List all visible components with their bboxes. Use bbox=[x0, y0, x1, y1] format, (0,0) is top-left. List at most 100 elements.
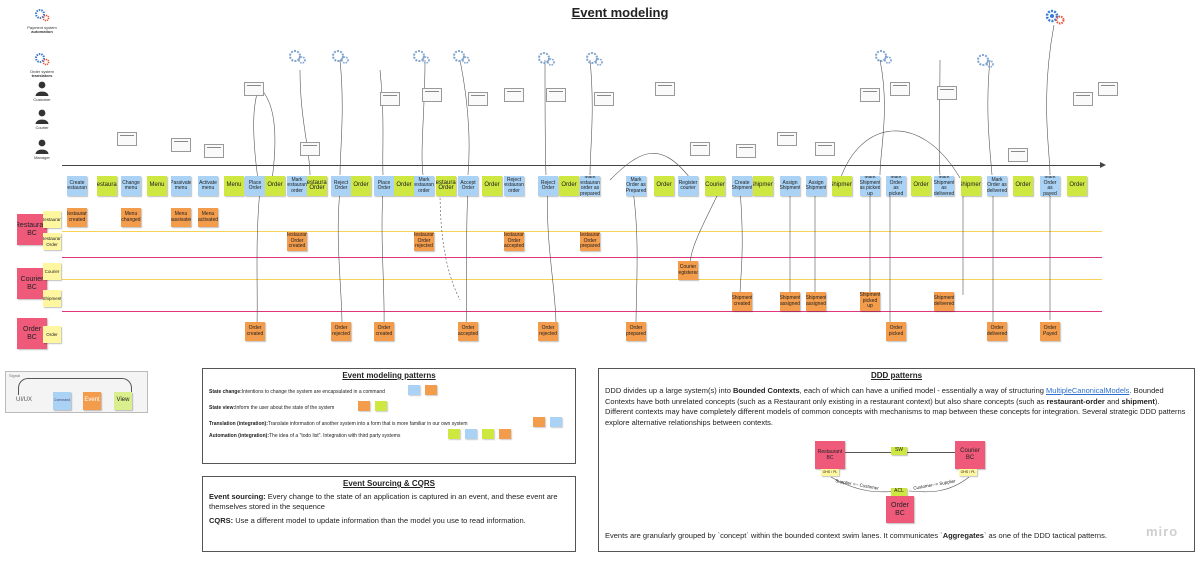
view-screen bbox=[380, 92, 400, 106]
command-sticky: Reject Order bbox=[538, 176, 558, 196]
actor-sublabel: translators bbox=[31, 73, 53, 78]
sticky-text: Mark restaurant order bbox=[287, 176, 307, 194]
command-sticky: Assign Shipment bbox=[806, 176, 826, 196]
actor-label: Courier bbox=[35, 124, 49, 130]
automation-gear-icon bbox=[538, 52, 555, 66]
lane-shipment bbox=[62, 311, 1102, 312]
es-title: Event Sourcing & CQRS bbox=[342, 479, 435, 488]
event-sticky: Restaurant created bbox=[67, 208, 87, 227]
system-gear-icon bbox=[35, 53, 50, 66]
command-sticky: Mark restaurant order bbox=[414, 176, 434, 196]
command-sticky: Activate menu bbox=[198, 176, 218, 196]
automation-gear-icon bbox=[453, 50, 470, 64]
pattern-name: Automation (integration): bbox=[209, 433, 269, 439]
pattern-mini-sticky bbox=[550, 417, 562, 427]
legend-event: Event bbox=[83, 392, 101, 410]
ddd-ohs-left: OHS / PL bbox=[821, 469, 839, 476]
event-sticky: Restaurant Order accepted bbox=[504, 232, 524, 251]
sticky-text: Order prepared bbox=[626, 325, 646, 337]
sticky-text: Restaurant Order bbox=[436, 179, 456, 192]
view-screen bbox=[690, 142, 710, 156]
legend-tag: Signal bbox=[9, 373, 21, 378]
pattern-row: State view:Inform the user about the sta… bbox=[209, 405, 334, 411]
person-icon bbox=[35, 139, 49, 154]
event-sticky: Restaurant Order created bbox=[287, 232, 307, 251]
es-cqrs-panel: Event Sourcing & CQRS Event sourcing: Ev… bbox=[202, 476, 576, 552]
event-sticky: Order rejected bbox=[538, 322, 558, 341]
sticky-text: Menu passivated bbox=[171, 211, 191, 223]
legend-view: View bbox=[114, 392, 132, 410]
event-sticky: Menu passivated bbox=[171, 208, 191, 227]
sticky-text: Passivate menu bbox=[171, 179, 191, 191]
aggregate-sticky: Restaurant bbox=[97, 176, 117, 196]
ddd-order-bc: Order BC bbox=[886, 496, 914, 523]
view-screen bbox=[815, 142, 835, 156]
view-screen bbox=[504, 88, 524, 102]
actor-label: Customer bbox=[33, 96, 51, 102]
sticky-text: Order bbox=[1015, 182, 1031, 189]
command-sticky: Mark Shipment as delivered bbox=[934, 176, 954, 196]
lane-label: Shipment bbox=[43, 290, 61, 307]
actor-label: Order system bbox=[29, 68, 54, 74]
aggregate-sticky: Order bbox=[351, 176, 371, 196]
ddd-panel: DDD patterns DDD divides up a large syst… bbox=[598, 368, 1195, 552]
canonical-models-link[interactable]: MultipleCanonicalModels bbox=[1046, 386, 1130, 395]
pattern-mini-sticky bbox=[408, 385, 420, 395]
sticky-text: Order delivered bbox=[987, 325, 1007, 337]
view-screen bbox=[204, 144, 224, 158]
view-screen bbox=[117, 132, 137, 146]
sticky-text: Menu bbox=[226, 182, 242, 189]
command-sticky: Place Order bbox=[374, 176, 394, 196]
lane-label-text: Order bbox=[46, 331, 58, 337]
aggregate-sticky: Shipment bbox=[961, 176, 981, 196]
command-sticky: Mark restaurant order bbox=[287, 176, 307, 196]
automation-gear-icon bbox=[1045, 9, 1065, 25]
ddd-body: DDD divides up a large system(s) into Bo… bbox=[605, 386, 1186, 427]
sticky-text: Order bbox=[484, 182, 500, 189]
view-screen bbox=[736, 144, 756, 158]
view-screen bbox=[1008, 148, 1028, 162]
sticky-text: Mark restaurant order as prepared bbox=[580, 176, 600, 196]
pattern-row: Automation (integration):The idea of a "… bbox=[209, 433, 400, 439]
sticky-text: Order rejected bbox=[332, 325, 350, 337]
lane-label-text: Courier bbox=[44, 268, 60, 274]
sticky-text: Order bbox=[656, 182, 672, 189]
event-sticky: Shipment assigned bbox=[806, 292, 826, 311]
actor-label: Payment system bbox=[27, 24, 57, 30]
automation-gear-icon bbox=[977, 54, 994, 68]
lane-label: Restaurant bbox=[43, 211, 61, 228]
event-sticky: Restaurant Order rejected bbox=[414, 232, 434, 251]
actor: Courier bbox=[22, 108, 62, 130]
pattern-name: State change: bbox=[209, 389, 242, 395]
sticky-text: Menu bbox=[149, 182, 165, 189]
pattern-mini-sticky bbox=[358, 401, 370, 411]
aggregate-sticky: Shipment bbox=[832, 176, 852, 196]
sticky-text: Assign Shipment bbox=[780, 179, 800, 191]
pattern-mini-sticky bbox=[499, 429, 511, 439]
sticky-text: Mark Order as picked bbox=[888, 176, 904, 196]
lane-label: Courier bbox=[43, 263, 61, 280]
event-sticky: Menu changed bbox=[121, 208, 141, 227]
view-screen bbox=[860, 88, 880, 102]
person-icon bbox=[35, 109, 49, 124]
patterns-panel: Event modeling patterns State change:Int… bbox=[202, 368, 576, 464]
person-icon bbox=[35, 81, 49, 96]
timeline-arrow bbox=[62, 165, 1102, 166]
sticky-text: Order rejected bbox=[539, 325, 557, 337]
lane-restaurant bbox=[62, 231, 1102, 232]
actor-label: Manager bbox=[34, 154, 50, 160]
lane-restaurant-order bbox=[62, 257, 1102, 258]
pattern-mini-sticky bbox=[482, 429, 494, 439]
sticky-text: Create Shipment bbox=[732, 179, 752, 191]
lane-label-text: Restaurant bbox=[43, 216, 61, 222]
actor: Customer bbox=[22, 80, 62, 102]
sticky-text: Restaurant Order rejected bbox=[414, 232, 434, 250]
ddd-bottom: Events are granularly grouped by `concep… bbox=[605, 531, 1107, 540]
view-screen bbox=[422, 88, 442, 102]
bc-label: Courier BC bbox=[20, 275, 44, 291]
sticky-text: Change menu bbox=[122, 179, 140, 191]
command-sticky: Assign Shipment bbox=[780, 176, 800, 196]
bc-sticky: Courier BC bbox=[17, 268, 47, 299]
pattern-row: Translation (integration):Translate info… bbox=[209, 421, 468, 427]
page-title: Event modeling bbox=[571, 5, 669, 20]
